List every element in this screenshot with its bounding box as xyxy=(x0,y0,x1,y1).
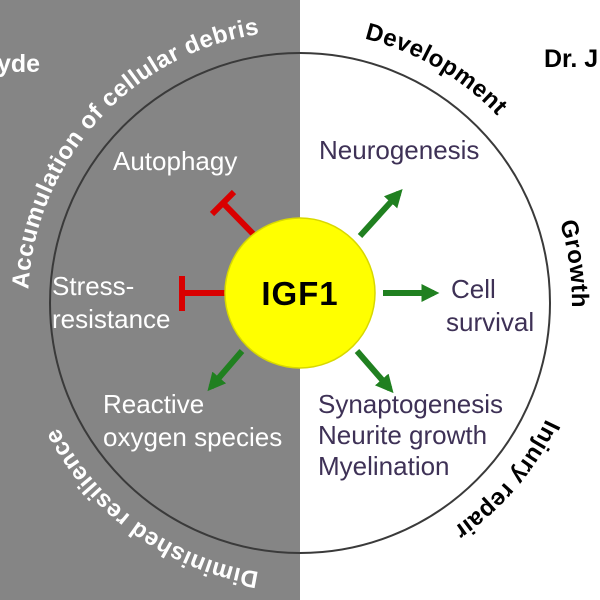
inhibit-cap-autophagy xyxy=(209,189,237,217)
igf1-node-label: IGF1 xyxy=(261,275,338,312)
label-stress-resistance-line2: resistance xyxy=(52,304,171,334)
arrow-to-reactive-oxygen-species xyxy=(207,349,245,392)
label-cell-survival-line1: Cell xyxy=(451,274,496,304)
arrow-to-neurogenesis xyxy=(357,189,403,239)
label-reactive-oxygen-line2: oxygen species xyxy=(103,422,282,452)
label-myelination: Myelination xyxy=(318,451,450,481)
label-reactive-oxygen-line1: Reactive xyxy=(103,389,204,419)
label-synaptogenesis: Synaptogenesis xyxy=(318,389,503,419)
label-cell-survival-line2: survival xyxy=(446,307,534,337)
label-neurogenesis: Neurogenesis xyxy=(319,135,479,165)
corner-text-top-left-partial: yde xyxy=(0,50,40,78)
label-autophagy: Autophagy xyxy=(113,146,237,176)
corner-text-top-right-partial: Dr. J xyxy=(544,45,598,73)
arrow-to-synaptogenesis xyxy=(354,349,394,394)
igf1-node-circle xyxy=(224,217,376,369)
outer-ring-circle xyxy=(49,52,551,554)
promoting-arrows xyxy=(207,189,440,394)
label-neurite-growth: Neurite growth xyxy=(318,420,487,450)
label-stress-resistance-line1: Stress- xyxy=(52,271,134,301)
